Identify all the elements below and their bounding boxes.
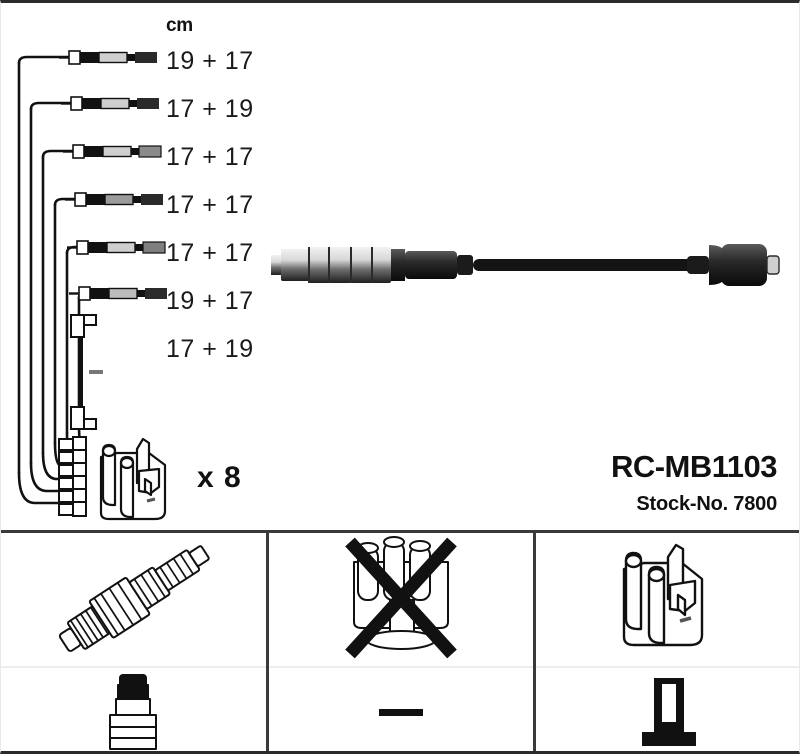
spark-plug-panel (1, 533, 266, 751)
coil-terminal-icon (641, 678, 696, 746)
distributor-cap-icon (345, 535, 457, 658)
compatibility-panels (1, 533, 799, 751)
stock-number: Stock-No. 7800 (636, 493, 777, 515)
coil-terminal-cell (536, 666, 799, 751)
crossed-out-mark (345, 537, 457, 658)
panel-top-divider (1, 530, 799, 533)
distributor-cap-top-cell (269, 533, 534, 666)
ignition-coil-pack-icon (622, 543, 703, 646)
measurement-row: 19 + 17 (166, 47, 254, 75)
spark-plug-top-cell (1, 533, 266, 666)
ignition-coil-top-cell (536, 533, 799, 666)
spark-plug-boot-icon (109, 674, 158, 750)
dash-icon (379, 708, 423, 716)
distributor-cap-panel (265, 533, 534, 751)
measurement-row: 17 + 19 (166, 335, 254, 363)
single-cable-diagram (269, 225, 789, 325)
cable-harness-diagram (1, 3, 266, 530)
spark-plug-boot-cell (1, 666, 266, 751)
ignition-coil-panel (533, 533, 799, 751)
coil-pack-diagram (93, 435, 188, 527)
measurement-row: 19 + 17 (166, 287, 254, 315)
unit-label: cm (166, 15, 193, 36)
measurement-row: 17 + 17 (166, 143, 254, 171)
spark-plug-icon (59, 545, 211, 652)
quantity-label: x 8 (197, 461, 242, 494)
measurement-row: 17 + 17 (166, 239, 254, 267)
measurement-row: 17 + 19 (166, 95, 254, 123)
measurement-row: 17 + 17 (166, 191, 254, 219)
distributor-dash-cell (268, 666, 534, 751)
part-number: RC-MB1103 (610, 449, 778, 484)
cable-set-overview: cm (1, 3, 799, 530)
